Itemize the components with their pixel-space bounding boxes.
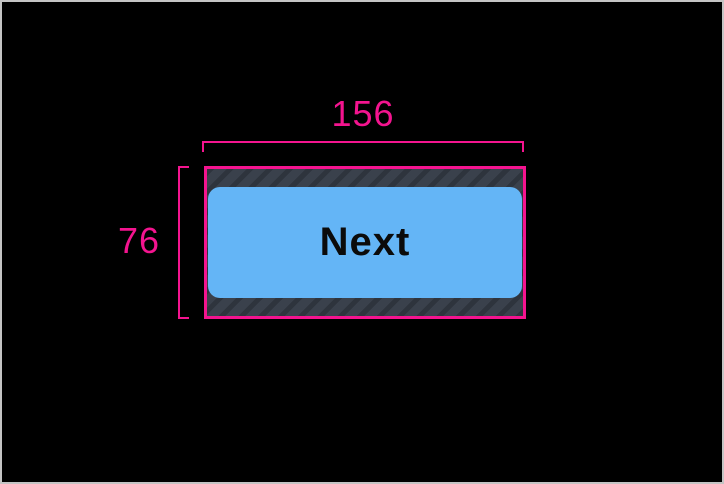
height-extent-bracket [178,166,189,319]
width-extent-bracket [202,141,524,152]
touch-target-region[interactable]: Next [204,166,526,319]
height-dimension-label: 76 [117,220,160,261]
next-button[interactable]: Next [208,187,522,298]
next-button-label: Next [319,220,411,264]
width-dimension-label: 156 [331,93,395,134]
